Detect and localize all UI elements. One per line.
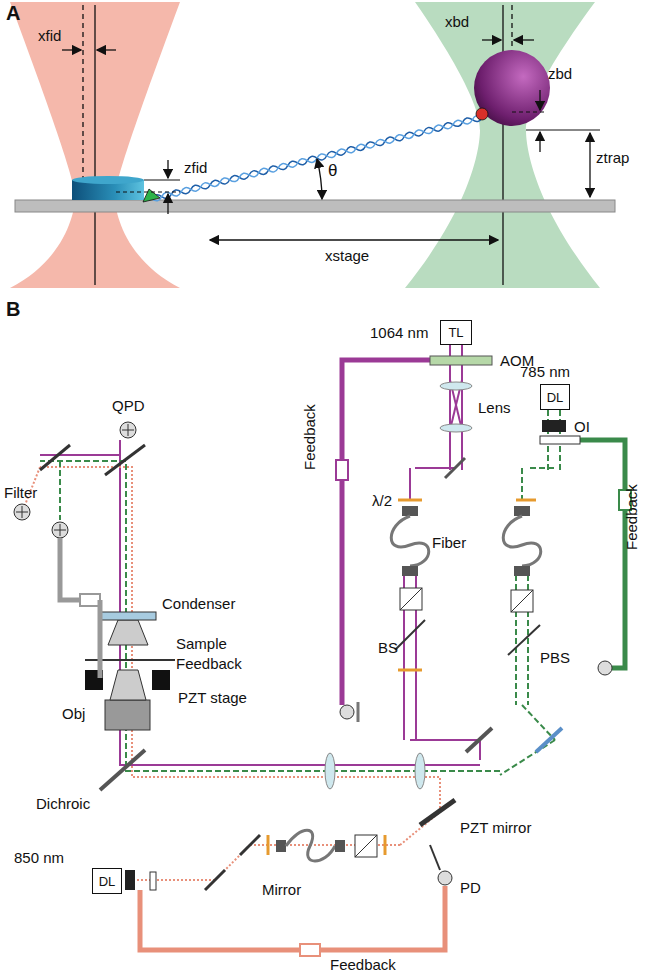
part-label: Dichroic bbox=[36, 796, 90, 813]
part-label: PZT mirror bbox=[460, 820, 531, 837]
part-label: Feedback bbox=[624, 484, 641, 550]
part-label: Mirror bbox=[262, 882, 301, 899]
part-label: zbd bbox=[548, 66, 572, 83]
part-label: Obj bbox=[62, 706, 85, 723]
laser-box: TL bbox=[440, 320, 472, 345]
part-label: OI bbox=[574, 419, 590, 436]
part-label: 1064 nm bbox=[370, 325, 428, 342]
part-label: B bbox=[6, 298, 20, 320]
part-label: A bbox=[6, 2, 20, 24]
part-label: Filter bbox=[4, 485, 37, 502]
laser-box: DL bbox=[92, 868, 122, 894]
part-label: Fiber bbox=[432, 535, 466, 552]
box-text: TL bbox=[448, 325, 463, 340]
part-label: λ/2 bbox=[372, 493, 392, 510]
part-label: Feedback bbox=[302, 404, 319, 470]
part-label: PZT stage bbox=[178, 690, 247, 707]
part-label: BS bbox=[378, 640, 398, 657]
laser-box: DL bbox=[540, 384, 570, 410]
part-label: PBS bbox=[540, 650, 570, 667]
part-label: Feedback bbox=[176, 656, 242, 673]
part-label: xfid bbox=[38, 28, 61, 45]
part-label: zfid bbox=[184, 160, 207, 177]
part-label: Lens bbox=[478, 400, 511, 417]
part-label: xbd bbox=[445, 14, 469, 31]
part-label: θ bbox=[328, 162, 337, 181]
box-text: DL bbox=[99, 874, 116, 889]
box-text: DL bbox=[547, 390, 564, 405]
part-label: 785 nm bbox=[520, 364, 570, 381]
part-label: Condenser bbox=[162, 596, 235, 613]
part-label: ztrap bbox=[596, 150, 629, 167]
part-label: Feedback bbox=[330, 957, 396, 974]
part-label: xstage bbox=[325, 248, 369, 265]
part-label: 850 nm bbox=[14, 850, 64, 867]
part-label: Sample bbox=[176, 636, 227, 653]
part-label: PD bbox=[460, 880, 481, 897]
part-label: QPD bbox=[112, 398, 145, 415]
